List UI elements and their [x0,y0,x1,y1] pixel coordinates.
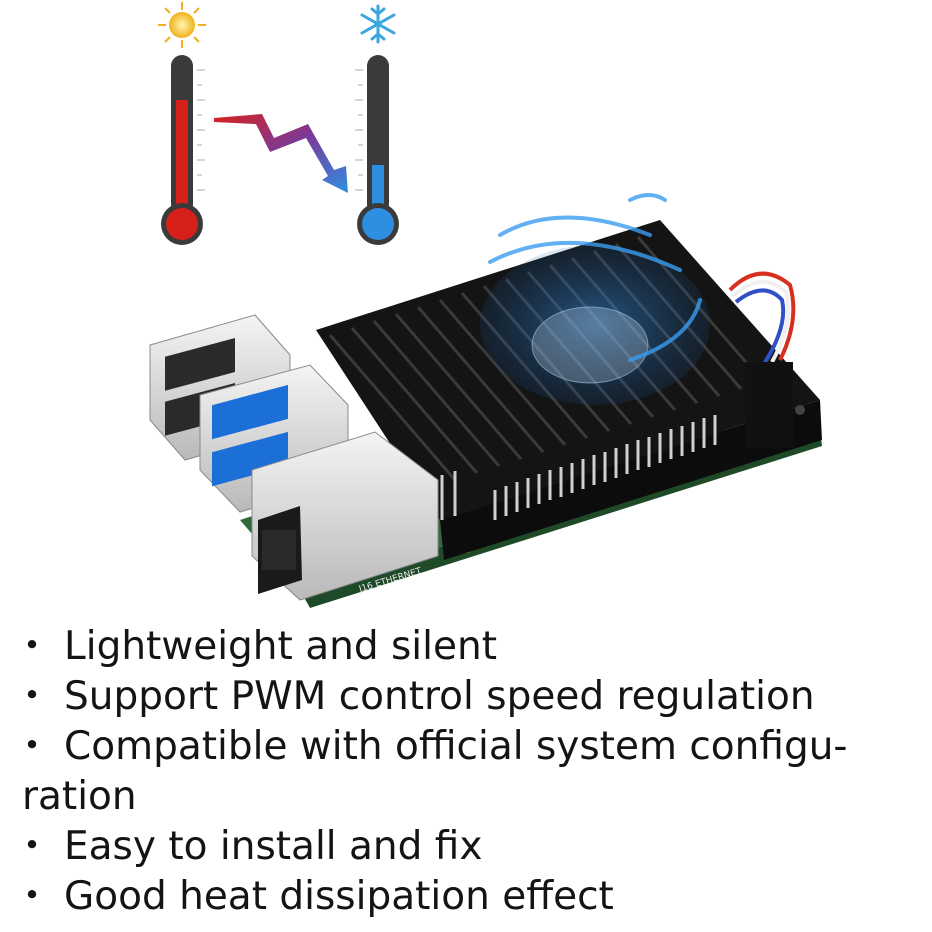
feature-item-pwm: ・ Support PWM control speed regulation [0,672,932,722]
bullet-icon: ・ [12,674,52,719]
feature-item-heat-dissipation: ・ Good heat dissipation effect [0,872,932,922]
feature-item-easy-install: ・ Easy to install and fix [0,822,932,872]
feature-item-lightweight: ・ Lightweight and silent [0,622,932,672]
feature-item-compatible-continuation: ration [0,772,932,822]
feature-text: Lightweight and silent [64,624,497,669]
bullet-icon: ・ [12,624,52,669]
bullet-icon: ・ [12,824,52,869]
snowflake-icon [360,4,396,44]
sun-icon [158,2,206,48]
feature-item-compatible: ・ Compatible with official system configu… [0,722,932,772]
bullet-icon: ・ [12,874,52,919]
feature-text: Compatible with official system configu- [64,724,848,769]
bullet-icon: ・ [12,724,52,769]
product-illustration: J16 ETHERNET [149,2,822,608]
cold-thermometer-icon [355,55,399,245]
feature-text: Easy to install and fix [64,824,483,869]
feature-text: ration [22,774,137,819]
feature-text: Support PWM control speed regulation [64,674,815,719]
feature-list: ・ Lightweight and silent ・ Support PWM con… [0,622,932,922]
heat-transfer-arrow-icon [214,114,348,193]
fan-cable [728,271,796,448]
ethernet-port [251,431,439,601]
cooling-fan [480,193,710,405]
feature-text: Good heat dissipation effect [64,874,614,919]
hot-thermometer-icon [161,55,205,245]
gpio-header [440,415,717,520]
